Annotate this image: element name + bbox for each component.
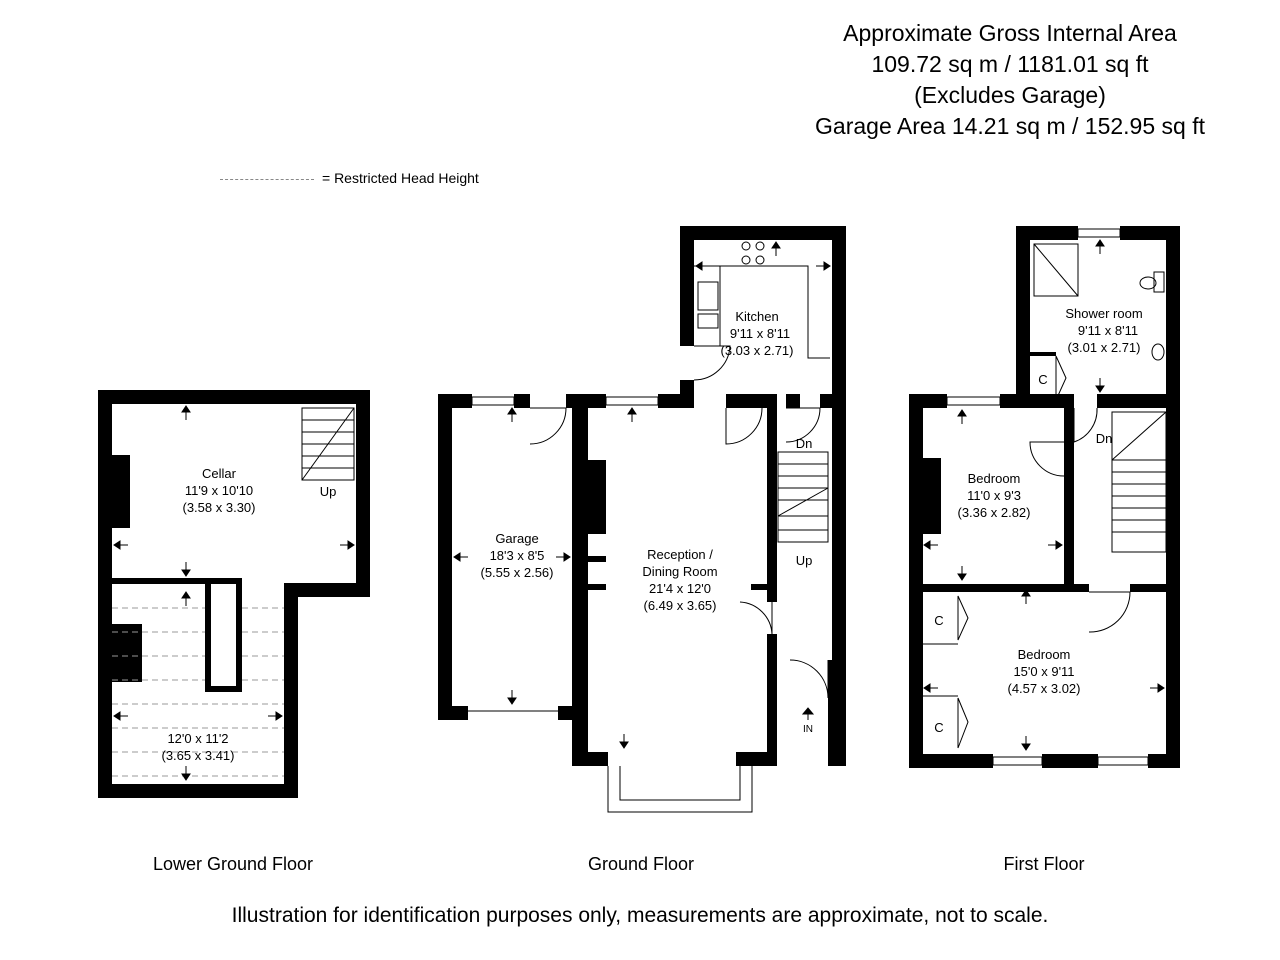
garage-area-line: Garage Area 14.21 sq m / 152.95 sq ft <box>815 113 1205 139</box>
entrance-label: IN <box>803 724 813 735</box>
bedroom-large-name: Bedroom <box>1018 647 1071 662</box>
dimension-arrows <box>113 239 1165 781</box>
cellar-stairs-up: Up <box>320 484 337 499</box>
bedroom-cupboard-1: C <box>934 613 943 628</box>
bedroom-small-imperial: 11'0 x 9'3 <box>967 488 1021 503</box>
bedroom-cupboard-2: C <box>934 720 943 735</box>
area-excludes-line: (Excludes Garage) <box>914 82 1106 108</box>
ground-floor-walls <box>438 226 846 766</box>
floor-label-lower-ground: Lower Ground Floor <box>152 854 314 874</box>
restricted-head-height-lines <box>112 607 284 777</box>
cellar-lower-metric: (3.65 x 3.41) <box>162 748 235 763</box>
first-floor-walls <box>909 226 1180 768</box>
garage-imperial: 18'3 x 8'5 <box>490 548 545 563</box>
floor-label-first: First Floor <box>1003 854 1085 874</box>
ground-stairs-up: Up <box>796 553 813 568</box>
kitchen-imperial: 9'11 x 8'11 <box>730 326 790 341</box>
cellar-metric: (3.58 x 3.30) <box>183 500 256 515</box>
bedroom-large-imperial: 15'0 x 9'11 <box>1013 664 1074 679</box>
shower-room-name: Shower room <box>1065 306 1142 321</box>
garage-metric: (5.55 x 2.56) <box>481 565 554 580</box>
first-stairs-dn: Dn <box>1096 431 1113 446</box>
floor-label-ground: Ground Floor <box>587 854 695 874</box>
reception-metric: (6.49 x 3.65) <box>644 598 717 613</box>
reception-name-1: Reception / <box>647 547 713 562</box>
area-title-line: Approximate Gross Internal Area <box>843 20 1177 46</box>
ground-stairs-dn: Dn <box>796 436 813 451</box>
kitchen-metric: (3.03 x 2.71) <box>721 343 794 358</box>
bedroom-large-metric: (4.57 x 3.02) <box>1008 681 1081 696</box>
reception-imperial: 21'4 x 12'0 <box>649 581 711 596</box>
restricted-height-legend: = Restricted Head Height <box>220 170 479 186</box>
area-metric-line: 109.72 sq m / 1181.01 sq ft <box>871 51 1149 77</box>
shower-room-metric: (3.01 x 2.71) <box>1068 340 1141 355</box>
reception-name-2: Dining Room <box>642 564 717 579</box>
walls <box>98 226 1180 798</box>
landing-cupboard: C <box>1038 372 1047 387</box>
disclaimer: Illustration for identification purposes… <box>231 904 1049 927</box>
legend-label: = Restricted Head Height <box>322 170 479 186</box>
garage-name: Garage <box>495 531 538 546</box>
shower-room-imperial: 9'11 x 8'11 <box>1078 323 1138 338</box>
fixtures <box>301 228 1167 813</box>
cellar-name: Cellar <box>202 466 237 481</box>
bedroom-small-metric: (3.36 x 2.82) <box>958 505 1031 520</box>
cellar-lower-imperial: 12'0 x 11'2 <box>167 731 228 746</box>
bedroom-small-name: Bedroom <box>968 471 1021 486</box>
room-labels: Cellar 11'9 x 10'10 (3.58 x 3.30) Up 12'… <box>162 306 1143 763</box>
cellar-imperial: 11'9 x 10'10 <box>185 483 253 498</box>
lower-ground-walls <box>98 390 370 798</box>
dashed-line-icon <box>220 178 314 180</box>
gross-internal-area: Approximate Gross Internal Area 109.72 s… <box>790 18 1230 142</box>
kitchen-name: Kitchen <box>735 309 778 324</box>
